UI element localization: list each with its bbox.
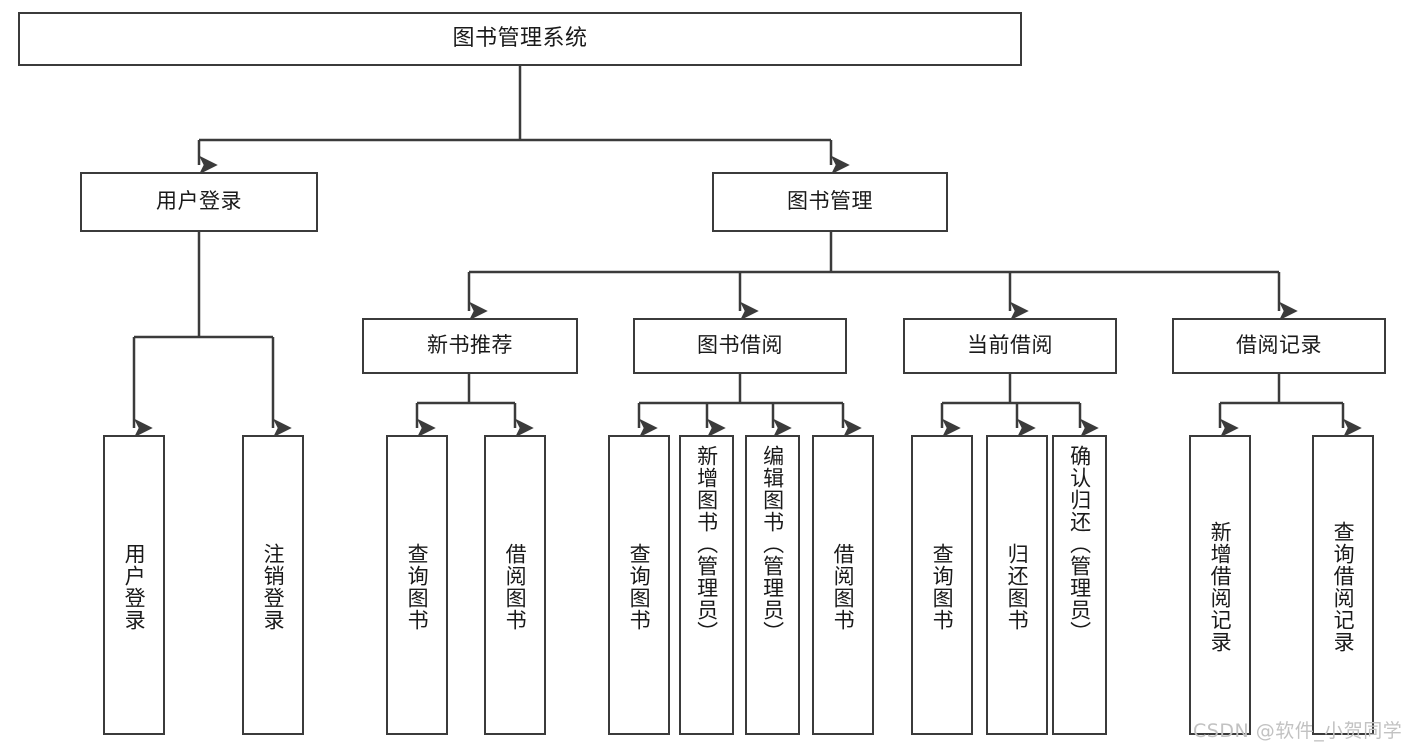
node-leaf-query-record-label: 查询借阅记录 bbox=[1331, 521, 1356, 653]
node-leaf-edit-book-label: 编辑图书（管理员） bbox=[760, 445, 785, 643]
node-current-borrow[interactable]: 当前借阅 bbox=[903, 318, 1117, 374]
node-leaf-add-record[interactable]: 新增借阅记录 bbox=[1189, 435, 1251, 735]
node-leaf-user-login[interactable]: 用户登录 bbox=[103, 435, 165, 735]
node-user-login[interactable]: 用户登录 bbox=[80, 172, 318, 232]
node-leaf-query-book-3[interactable]: 查询图书 bbox=[911, 435, 973, 735]
node-leaf-query-book-1[interactable]: 查询图书 bbox=[386, 435, 448, 735]
node-new-book-recommend[interactable]: 新书推荐 bbox=[362, 318, 578, 374]
node-leaf-edit-book[interactable]: 编辑图书（管理员） bbox=[745, 435, 800, 735]
csdn-watermark: CSDN @软件_小贺同学 bbox=[1193, 720, 1403, 742]
node-book-borrow-label: 图书借阅 bbox=[697, 333, 783, 358]
node-root-label: 图书管理系统 bbox=[452, 25, 588, 51]
node-leaf-borrow-book-1[interactable]: 借阅图书 bbox=[484, 435, 546, 735]
node-leaf-logout-label: 注销登录 bbox=[261, 543, 286, 631]
node-leaf-query-book-2-label: 查询图书 bbox=[627, 543, 652, 631]
node-leaf-confirm-return-label: 确认归还（管理员） bbox=[1067, 445, 1092, 643]
node-leaf-query-book-1-label: 查询图书 bbox=[405, 543, 430, 631]
node-borrow-record[interactable]: 借阅记录 bbox=[1172, 318, 1386, 374]
node-leaf-user-login-label: 用户登录 bbox=[122, 543, 147, 631]
node-leaf-borrow-book-2-label: 借阅图书 bbox=[831, 543, 856, 631]
node-borrow-record-label: 借阅记录 bbox=[1236, 333, 1322, 358]
node-leaf-query-book-3-label: 查询图书 bbox=[930, 543, 955, 631]
node-user-login-label: 用户登录 bbox=[156, 189, 242, 214]
node-leaf-borrow-book-1-label: 借阅图书 bbox=[503, 543, 528, 631]
node-leaf-add-record-label: 新增借阅记录 bbox=[1208, 521, 1233, 653]
node-leaf-confirm-return[interactable]: 确认归还（管理员） bbox=[1052, 435, 1107, 735]
node-new-book-recommend-label: 新书推荐 bbox=[427, 333, 513, 358]
node-leaf-return-book[interactable]: 归还图书 bbox=[986, 435, 1048, 735]
node-leaf-return-book-label: 归还图书 bbox=[1005, 543, 1030, 631]
node-leaf-query-book-2[interactable]: 查询图书 bbox=[608, 435, 670, 735]
node-current-borrow-label: 当前借阅 bbox=[967, 333, 1053, 358]
node-leaf-logout[interactable]: 注销登录 bbox=[242, 435, 304, 735]
node-book-manage[interactable]: 图书管理 bbox=[712, 172, 948, 232]
node-book-borrow[interactable]: 图书借阅 bbox=[633, 318, 847, 374]
node-book-manage-label: 图书管理 bbox=[787, 189, 873, 214]
node-leaf-add-book-label: 新增图书（管理员） bbox=[694, 445, 719, 643]
node-leaf-query-record[interactable]: 查询借阅记录 bbox=[1312, 435, 1374, 735]
node-leaf-add-book[interactable]: 新增图书（管理员） bbox=[679, 435, 734, 735]
node-root[interactable]: 图书管理系统 bbox=[18, 12, 1022, 66]
node-leaf-borrow-book-2[interactable]: 借阅图书 bbox=[812, 435, 874, 735]
